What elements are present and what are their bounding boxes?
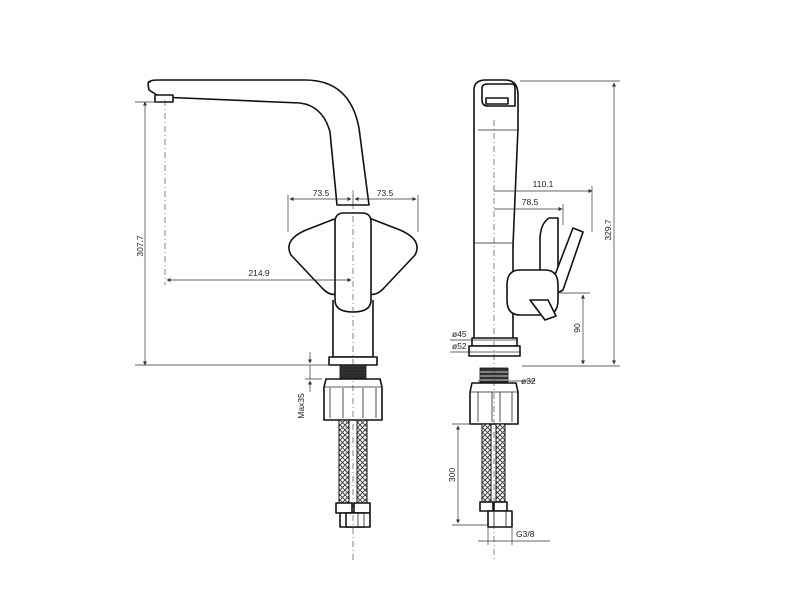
front-left-handle: [288, 217, 341, 296]
dim-thread: G3/8: [516, 529, 535, 539]
dim-hose-length: 300: [447, 468, 457, 482]
side-body: [473, 79, 519, 340]
side-base-ring: [471, 337, 518, 347]
dim-total-height: 329.7: [603, 219, 613, 241]
side-view: [468, 79, 584, 560]
front-hose-right: [356, 419, 368, 506]
front-aerator: [154, 94, 174, 103]
front-hose-left: [338, 419, 350, 506]
dim-handle-left: 73.5: [313, 188, 330, 198]
front-spout: [147, 79, 370, 206]
side-hose-left: [481, 423, 492, 505]
dim-side-78: 78.5: [522, 197, 539, 207]
front-right-handle: [365, 217, 418, 296]
front-view: [147, 79, 418, 560]
dim-max-thickness: Max35: [296, 393, 306, 419]
dim-spout-reach: 214.9: [248, 268, 270, 278]
dim-front-height: 307.7: [135, 235, 145, 257]
dim-diameter-52: ø52: [452, 341, 467, 351]
side-hose-right: [495, 423, 506, 505]
dim-diameter-32: ø32: [521, 376, 536, 386]
dim-side-110: 110.1: [533, 179, 554, 189]
dim-handle-height: 90: [572, 323, 582, 333]
front-dimensions: 307.7 73.5 73.5 214.9 Max35: [135, 101, 419, 419]
dim-handle-right: 73.5: [377, 188, 394, 198]
side-dimensions: 110.1 78.5 329.7 90 ø45 ø52 ø32 300 G3/8: [447, 80, 620, 545]
dim-diameter-45: ø45: [452, 329, 467, 339]
